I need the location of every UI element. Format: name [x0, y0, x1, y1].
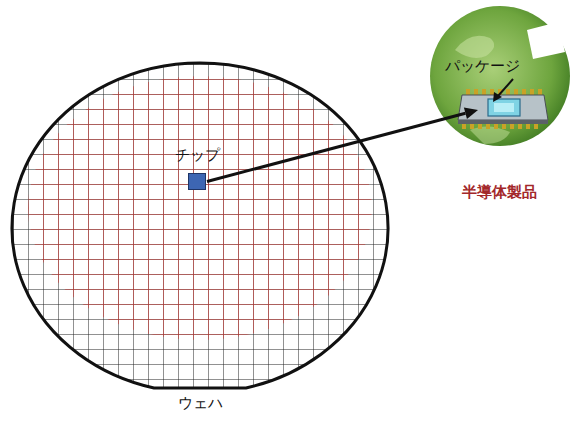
chip-square: [188, 173, 206, 190]
wafer-outline: [12, 63, 388, 415]
wafer-label: ウェハ: [178, 393, 223, 413]
label-holder: パッケージ: [445, 56, 520, 76]
chip-node: チップ: [167, 145, 227, 193]
product-label: 半導体製品: [462, 182, 537, 202]
connector-arrow: [207, 108, 478, 182]
package-label: パッケージ: [445, 56, 520, 76]
product-picture: [430, 6, 570, 146]
chip-label: チップ: [175, 145, 220, 165]
wafer-node: ウェハチップ: [12, 63, 388, 415]
product-node: 半導体製品: [428, 4, 570, 202]
wafer-grid: [0, 0, 400, 400]
leader-arrow: [493, 79, 513, 102]
